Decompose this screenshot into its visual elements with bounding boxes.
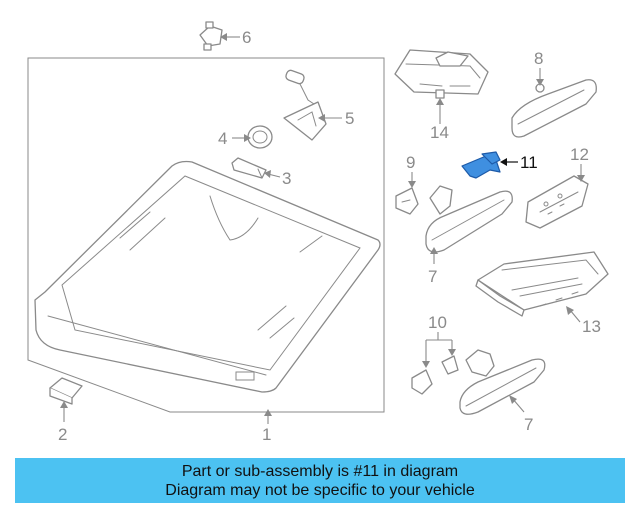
callout-7-upper: 7 <box>428 267 437 286</box>
part-7-mirror-upper[interactable] <box>425 185 513 253</box>
leader-9 <box>408 172 416 188</box>
info-banner: Part or sub-assembly is #11 in diagram D… <box>15 458 625 503</box>
leader-4 <box>232 134 251 142</box>
callout-12: 12 <box>570 145 589 164</box>
leader-13 <box>566 306 581 323</box>
part-11-mirror-mount[interactable] <box>461 151 501 179</box>
leader-6 <box>220 33 240 41</box>
leader-10 <box>422 332 456 368</box>
windshield-group-frame <box>27 57 385 413</box>
part-10-clips[interactable] <box>411 355 459 395</box>
leader-2 <box>60 401 68 422</box>
part-6-connector[interactable] <box>199 21 223 51</box>
part-3-cover[interactable] <box>231 157 267 179</box>
parts-diagram: 1 2 3 4 5 6 7 7 8 9 10 11 12 13 14 <box>27 21 609 444</box>
banner-line-2: Diagram may not be specific to your vehi… <box>165 481 475 499</box>
callout-5: 5 <box>345 109 354 128</box>
leader-12 <box>577 164 585 182</box>
leader-14 <box>436 98 444 124</box>
part-12-bracket[interactable] <box>525 175 589 229</box>
leader-7-lower <box>509 395 525 413</box>
windshield-glass[interactable] <box>34 160 381 393</box>
callout-2: 2 <box>58 425 67 444</box>
part-4-ring[interactable] <box>247 125 273 149</box>
part-14-console[interactable] <box>394 49 489 99</box>
part-8-mirror[interactable] <box>511 79 597 138</box>
leader-8 <box>536 68 544 86</box>
part-7-mirror-lower[interactable] <box>459 349 546 415</box>
callout-11: 11 <box>520 153 538 172</box>
callout-8: 8 <box>534 49 543 68</box>
callout-4: 4 <box>218 129 227 148</box>
leader-1 <box>264 409 272 424</box>
part-9-cover[interactable] <box>395 187 419 215</box>
leader-5 <box>318 114 342 122</box>
leader-11 <box>500 158 518 166</box>
leader-3 <box>264 170 281 178</box>
callout-3: 3 <box>282 169 291 188</box>
leader-7-upper <box>430 247 438 264</box>
part-2-clip[interactable] <box>49 377 83 405</box>
callout-1: 1 <box>262 425 271 444</box>
banner-line-1: Part or sub-assembly is #11 in diagram <box>181 462 459 480</box>
callout-14: 14 <box>430 123 449 142</box>
callout-10: 10 <box>428 313 447 332</box>
part-5-bracket[interactable] <box>283 69 327 141</box>
callout-9: 9 <box>406 153 415 172</box>
callout-13: 13 <box>582 317 601 336</box>
part-13-tray[interactable] <box>475 251 609 317</box>
callout-7-lower: 7 <box>524 415 533 434</box>
callout-6: 6 <box>242 28 251 47</box>
